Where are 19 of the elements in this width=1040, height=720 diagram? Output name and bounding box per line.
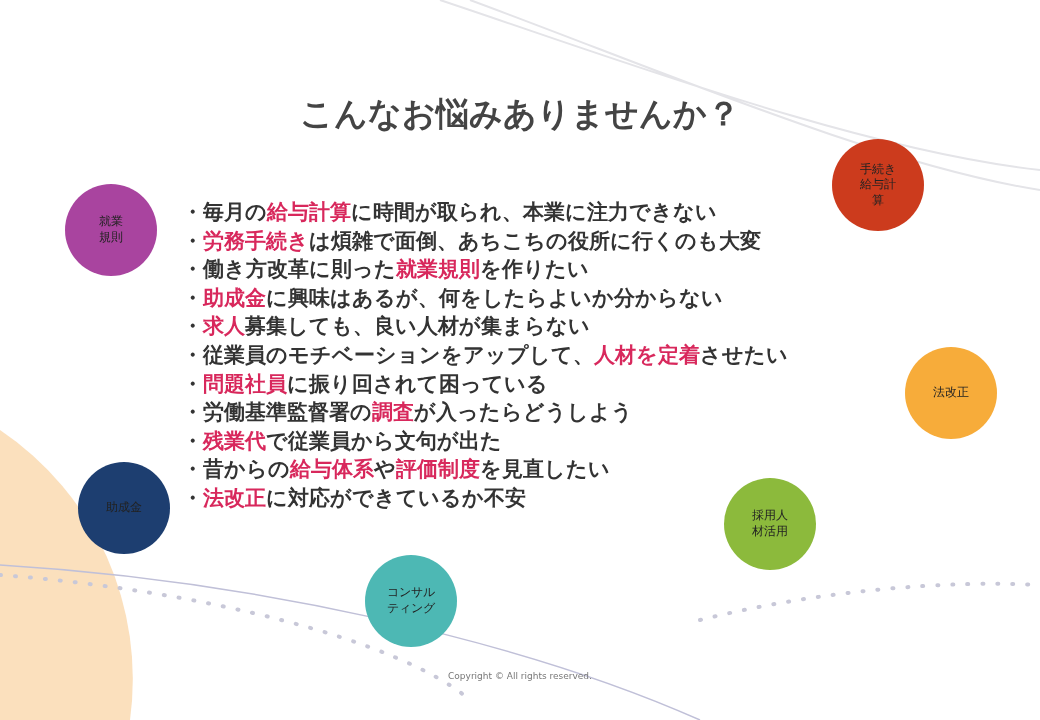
concern-item: ・毎月の給与計算に時間が取られ、本業に注力できない [182, 199, 717, 226]
concern-item: ・助成金に興味はあるが、何をしたらよいか分からない [182, 284, 723, 312]
copyright-notice: Copyright © All rights reserved. [447, 671, 593, 681]
concern-item: ・労働基準監督署の調査が入ったらどうしよう [182, 399, 633, 427]
topic-label: 助成金 [106, 500, 142, 516]
concern-item: ・昔からの給与体系や評価制度を見直したい [182, 456, 610, 484]
concern-item: ・問題社員に振り回されて困っている [182, 370, 548, 398]
topic-label: 手続き給与計算 [859, 161, 897, 209]
topic-label: 法改正 [933, 385, 969, 401]
concern-item: ・従業員のモチベーションをアップして、人材を定着させたい [182, 342, 788, 369]
concern-item: ・残業代で従業員から文句が出た [182, 427, 502, 455]
topic-label: 就業規則 [98, 214, 124, 246]
concern-item: ・労務手続きは煩雑で面倒、あちこちの役所に行くのも大変 [182, 227, 761, 255]
topic-label: コンサルティング [386, 585, 436, 617]
topic-label: 採用人材活用 [751, 508, 789, 540]
concern-item: ・求人募集しても、良い人材が集まらない [182, 313, 590, 341]
title: こんなお悩みありませんか？ [299, 93, 741, 135]
concern-item: ・働き方改革に則った就業規則を作りたい [182, 256, 589, 284]
concern-item: ・法改正に対応ができているか不安 [182, 485, 526, 512]
